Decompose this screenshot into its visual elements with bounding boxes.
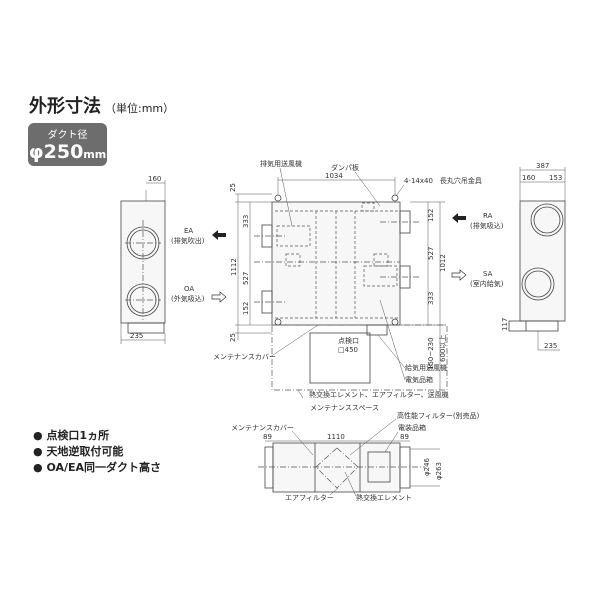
dim-right: 152: [427, 209, 435, 222]
oa-sub: (外気吸込): [171, 294, 205, 303]
feature-text: 点検口1ヵ所: [46, 429, 110, 442]
sa-sub: (室内給気): [470, 279, 504, 288]
dim-387: 387: [536, 162, 549, 170]
inspection-size: □450: [338, 346, 358, 354]
inspection-label: 点検口: [338, 336, 359, 345]
electrical-box-label: 電装品箱: [398, 423, 426, 432]
dim-right: 333: [427, 292, 435, 305]
left-side-view: 160 235 EA (排気吹出) OA (外気吸込): [120, 175, 227, 344]
feature-item: ● 天地逆取付可能: [33, 445, 124, 458]
dim-1112: 1112: [230, 258, 238, 276]
oa-arrow-icon: [211, 291, 227, 303]
dim-left: 25: [229, 333, 237, 342]
badge-number: φ250: [28, 141, 84, 163]
dim-left: 25: [229, 183, 237, 192]
dim-right: 527: [427, 247, 435, 260]
dim-phi263: φ263: [435, 462, 443, 480]
feature-text: OA/EA同一ダクト高さ: [46, 461, 162, 474]
dim-117: 117: [501, 318, 509, 331]
ea-sub: (排気吹出): [171, 236, 205, 245]
sa-label: SA: [483, 270, 493, 278]
dim-89-right: 89: [400, 433, 409, 441]
supply-fan-label: 給気用送風機: [405, 363, 447, 372]
dim-235: 235: [130, 332, 143, 340]
maint-note: 熱交換エレメント、エアフィルター、送風機: [309, 390, 449, 399]
dim-phi246: φ246: [423, 457, 431, 476]
plan-view: 点検口 □450 1034 排気用送風機 ダンパ板 4-14x40 長丸穴吊金具…: [213, 159, 504, 412]
title-text: 外形寸法: [29, 96, 101, 117]
sa-arrow-icon: [451, 269, 467, 281]
duct-size-badge: ダクト径 φ250mm: [28, 123, 107, 166]
ra-label: RA: [483, 212, 493, 220]
maint-space-label: メンテナンススペース: [310, 404, 379, 412]
ra-arrow-icon: [452, 213, 466, 223]
feature-text: 天地逆取付可能: [46, 445, 124, 458]
oa-label: OA: [184, 285, 194, 293]
left-dimensions: 25 333 527 152 25 1112: [229, 183, 250, 342]
right-side-view: 387 160 153 117 235: [501, 162, 566, 351]
dim-1012: 1012: [439, 254, 447, 272]
dim-left: 527: [242, 272, 250, 285]
maint-cover-label: メンテナンスカバー: [231, 424, 294, 432]
badge-label: ダクト径: [47, 130, 88, 141]
ea-label: EA: [184, 227, 193, 235]
badge-unit: mm: [83, 148, 107, 161]
dim-600: 600以上: [438, 335, 447, 362]
front-elevation: 89 1110 89 φ246 φ263 メンテナンスカバー 高性能フィルター(…: [231, 411, 480, 502]
element-label: 熱交換エレメント: [356, 493, 412, 502]
ea-arrow-icon: [212, 230, 226, 240]
dim-clearance: 150~230: [427, 337, 435, 370]
dim-left: 152: [242, 302, 250, 315]
feature-item: ● 点検口1ヵ所: [33, 429, 110, 442]
maint-cover-label: メンテナンスカバー: [213, 353, 276, 361]
hanger-label: 4-14x40 長丸穴吊金具: [404, 176, 482, 185]
dim-left: 333: [242, 215, 250, 228]
dim-235: 235: [544, 342, 557, 350]
dim-153: 153: [549, 174, 562, 182]
filter-label: 高性能フィルター(別売品): [397, 411, 480, 420]
damper-label: ダンパ板: [331, 163, 359, 172]
page-title: 外形寸法 （単位:mm）: [29, 92, 174, 118]
dim-89-left: 89: [263, 433, 272, 441]
feature-list: ● 点検口1ヵ所 ● 天地逆取付可能 ● OA/EA同一ダクト高さ: [33, 428, 161, 476]
dim-1110: 1110: [327, 433, 345, 441]
electrical-box-label: 電気品箱: [405, 375, 433, 384]
feature-item: ● OA/EA同一ダクト高さ: [33, 461, 162, 474]
dim-160: 160: [522, 174, 535, 182]
dim-1034: 1034: [325, 172, 343, 180]
air-filter-label: エアフィルター: [285, 493, 334, 502]
badge-value: φ250mm: [28, 141, 107, 166]
exhaust-fan-label: 排気用送風機: [260, 159, 302, 168]
unit-label: （単位:mm）: [105, 102, 175, 115]
dim-160: 160: [148, 175, 161, 183]
ra-sub: (排気吸込): [470, 221, 504, 230]
